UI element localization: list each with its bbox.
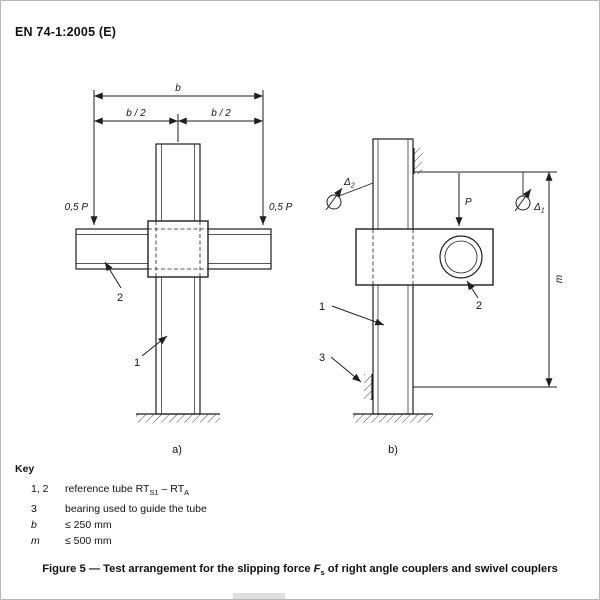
force-subscript: s — [320, 568, 325, 578]
leader-ref-2 — [104, 261, 122, 289]
reference-tube-section-outer — [439, 235, 483, 279]
top-support-hatch — [414, 148, 422, 174]
leader-ref-1 — [141, 335, 168, 357]
ground-hatch — [353, 414, 433, 423]
cropped-page-artifact — [233, 593, 285, 599]
dim-b2-left-label: b / 2 — [126, 108, 146, 119]
key-def-subscript: S1 — [149, 488, 159, 498]
key-row: 3 bearing used to guide the tube — [15, 501, 599, 517]
dimension-lines — [94, 92, 263, 142]
bearing-hatch — [364, 374, 372, 400]
key-def-subscript: A — [184, 488, 190, 498]
key-term: 3 — [31, 503, 37, 516]
figure-area: b b / 2 b / 2 0,5 P 0,5 P 2 1 a) — [1, 69, 599, 459]
gauge-delta-1-label: Δ1 — [533, 202, 545, 215]
key-def-text: – RT — [158, 483, 185, 495]
gauge-delta-1 — [514, 172, 532, 212]
reference-tube-section-inner — [444, 240, 478, 274]
force-right-label: 0,5 P — [269, 202, 293, 213]
gauge-needle-arrow — [514, 188, 532, 212]
key-term: m — [31, 535, 40, 548]
key-term: 1, 2 — [31, 483, 49, 495]
leader-ref-2 — [466, 280, 479, 299]
gauge-delta-2 — [325, 182, 374, 211]
caption-text-after: of right angle couplers and swivel coupl… — [324, 563, 558, 576]
diagram-b-caption: b) — [388, 444, 398, 456]
gauge-needle-arrow — [325, 187, 343, 211]
key-definition: ≤ 250 mm — [65, 519, 112, 532]
key-definition: ≤ 500 mm — [65, 535, 112, 548]
force-p-label: P — [465, 197, 472, 208]
coupler-hidden-edges — [372, 229, 414, 285]
ref-2-label: 2 — [476, 300, 482, 312]
dim-b-label: b — [175, 83, 181, 94]
key-term: b — [31, 519, 37, 532]
gauge-delta-2-label: Δ2 — [343, 177, 355, 190]
key-def-text: reference tube RT — [65, 483, 150, 495]
ref-1-label: 1 — [319, 301, 325, 313]
figure-caption: Figure 5 — Test arrangement for the slip… — [1, 563, 599, 577]
coupler-hidden-edges — [148, 221, 208, 277]
vertical-tube — [155, 143, 201, 415]
leader-ref-3 — [330, 356, 362, 383]
gauge-dial — [326, 194, 342, 210]
diagram-a: b b / 2 b / 2 0,5 P 0,5 P 2 1 a) — [65, 83, 293, 456]
leader-ref-1 — [331, 305, 385, 326]
ref-1-label: 1 — [134, 357, 140, 369]
key-definition: bearing used to guide the tube — [65, 503, 207, 516]
figure-drawing: b b / 2 b / 2 0,5 P 0,5 P 2 1 a) — [65, 83, 565, 456]
caption-text-before: Figure 5 — Test arrangement for the slip… — [42, 563, 314, 576]
force-symbol: F — [313, 563, 321, 576]
document-reference: EN 74-1:2005 (E) — [15, 25, 117, 39]
key-definition: reference tube RTS1 – RTA — [65, 481, 189, 501]
key-section: Key 1, 2 reference tube RTS1 – RTA 3 bea… — [15, 461, 599, 549]
gauge-connector — [338, 182, 374, 197]
ground-hatch — [136, 414, 220, 423]
ref-2-label: 2 — [117, 292, 123, 304]
gauge-dial — [515, 195, 531, 211]
key-row: m ≤ 500 mm — [15, 533, 599, 549]
force-left-label: 0,5 P — [65, 202, 89, 213]
key-row: 1, 2 reference tube RTS1 – RTA — [15, 481, 599, 501]
diagram-a-caption: a) — [172, 444, 182, 456]
dim-m-label: m — [554, 275, 565, 283]
dim-b2-right-label: b / 2 — [211, 108, 231, 119]
coupler — [147, 220, 209, 278]
key-row: b ≤ 250 mm — [15, 517, 599, 533]
diagram-b: P m Δ2 Δ1 1 2 3 b) — [319, 138, 565, 456]
ref-3-label: 3 — [319, 352, 325, 364]
key-title: Key — [15, 463, 35, 475]
